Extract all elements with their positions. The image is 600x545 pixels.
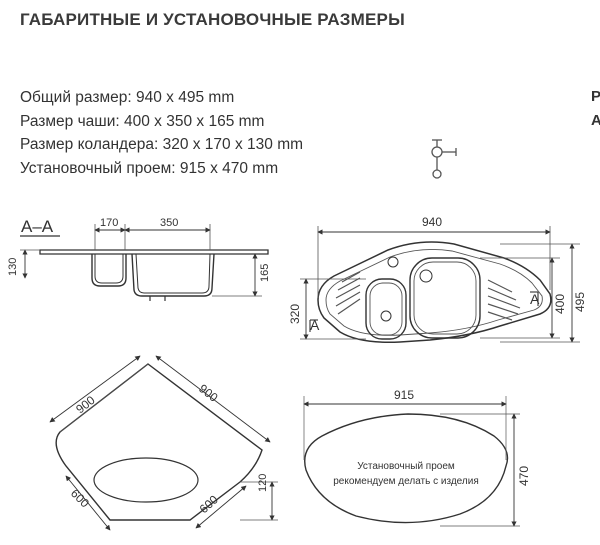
spec-colander-size: Размер колан­дера: 320 х 170 х 130 mm: [20, 136, 304, 153]
faucet-icon: [431, 139, 457, 179]
spec-list: Общий размер: 940 х 495 mm Размер чаши: …: [20, 86, 303, 180]
dim-overall-width: 940: [422, 215, 442, 229]
spec-label: Размер чаши: [20, 112, 116, 130]
dim-inner-left: 600: [68, 486, 92, 510]
dim-side-left: 900: [73, 393, 98, 417]
dim-colander-width: 170: [100, 217, 118, 229]
dim-front-depth: 120: [257, 474, 269, 492]
cropped-letter-top: Р: [591, 88, 600, 105]
cutout-note-line1: Установочный проем: [357, 461, 455, 472]
dim-bowl-width: 350: [160, 217, 178, 229]
dim-bowl-height: 400: [553, 294, 567, 314]
dim-depth-right: 165: [259, 264, 271, 282]
dim-side-right: 900: [196, 381, 221, 405]
section-marker-left: А: [310, 317, 320, 333]
dim-colander-height: 320: [288, 304, 302, 324]
spec-value: 400 х 350 х 165 mm: [124, 112, 265, 130]
section-label: А–А: [21, 217, 54, 236]
top-view: 940 495 400 320 А А: [288, 215, 587, 344]
spec-label: Размер колан­дера: [20, 136, 154, 153]
dim-cutout-width: 915: [394, 388, 414, 402]
spec-label: Установочный проем: [20, 159, 172, 177]
page-title: ГАБАРИТНЫЕ И УСТАНОВОЧНЫЕ РАЗМЕРЫ: [20, 10, 405, 29]
spec-value: 915 х 470 mm: [179, 159, 279, 177]
section-view: А–А 170 350 130 165: [7, 217, 271, 301]
spec-label: Общий размер: [20, 89, 128, 106]
section-marker-right: А: [530, 291, 540, 307]
cutout-note-line2: рекомендуем делать с изделия: [333, 476, 479, 487]
cutout-view: 915 470 Установочный проем рекомендуем д…: [303, 388, 531, 527]
cropped-letter-bottom: А: [591, 112, 600, 129]
spec-value: 940 х 495 mm: [136, 89, 235, 106]
spec-bowl-size: Размер чаши: 400 х 350 х 165 mm: [20, 112, 265, 130]
dim-depth-left: 130: [7, 258, 19, 276]
dim-overall-height: 495: [573, 292, 587, 312]
spec-cutout-size: Установочный проем: 915 х 470 mm: [20, 159, 279, 177]
corner-view: 900 900 600 600 120: [49, 355, 278, 531]
spec-overall-size: Общий размер: 940 х 495 mm: [20, 89, 235, 106]
spec-value: 320 х 170 х 130 mm: [162, 136, 304, 153]
dim-cutout-height: 470: [517, 466, 531, 486]
